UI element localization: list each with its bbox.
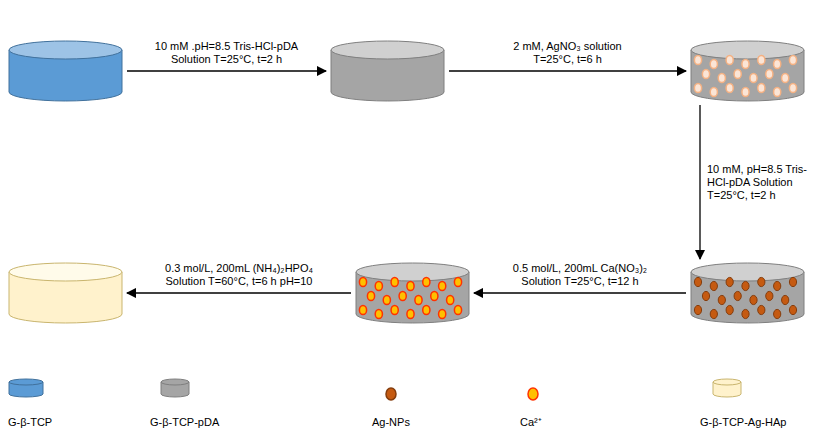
cylinder-shape (8, 40, 123, 102)
cylinder-shape (330, 40, 445, 102)
reaction-condition: 2 mM, AgNO₃ solution T=25°C, t=6 h (513, 40, 621, 65)
legend-swatch (712, 378, 742, 398)
reaction-condition: 0.5 mol/L, 200mL Ca(NO₃)₂ Solution T=25°… (513, 262, 647, 287)
legend-text: G-β-TCP (8, 416, 52, 428)
sample-cylinder (8, 262, 123, 324)
process-arrow (699, 105, 700, 259)
legend-entry: G-β-TCP-Ag-HAp (700, 416, 786, 429)
legend-text: G-β-TCP-Ag-HAp (700, 416, 786, 428)
legend-entry: G-β-TCP (8, 416, 52, 429)
cylinder-shape (690, 40, 805, 102)
sample-cylinder (8, 40, 123, 102)
legend-entry: G-β-TCP-pDA (150, 416, 219, 429)
sample-cylinder (330, 40, 445, 102)
legend-text: G-β-TCP-pDA (150, 416, 219, 428)
reaction-condition: 0.3 mol/L, 200mL (NH₄)₂HPO₄ Solution T=6… (165, 262, 313, 287)
process-arrow (449, 70, 686, 71)
process-arrow (474, 292, 686, 293)
legend-entry: Ca²⁺ (520, 416, 542, 429)
legend-text: Ca²⁺ (520, 416, 542, 428)
condition-label-box: 0.3 mol/L, 200mL (NH₄)₂HPO₄ Solution T=6… (164, 262, 314, 288)
condition-label-box: 10 mM .pH=8.5 Tris-HCl-pDA Solution T=25… (152, 40, 302, 66)
legend-text: Ag-NPs (372, 416, 410, 428)
legend-swatch (160, 378, 190, 398)
process-arrow (127, 70, 326, 71)
reaction-condition: 10 mM .pH=8.5 Tris-HCl-pDA Solution T=25… (155, 40, 298, 65)
legend-swatch (384, 386, 398, 402)
cylinder-shape (355, 262, 470, 324)
cylinder-shape (690, 262, 805, 324)
sample-cylinder (690, 40, 805, 102)
condition-label-box: 2 mM, AgNO₃ solution T=25°C, t=6 h (493, 40, 643, 66)
legend-swatch (526, 386, 540, 402)
sample-cylinder (690, 262, 805, 324)
cylinder-shape (8, 262, 123, 324)
reaction-condition: 10 mM, pH=8.5 Tris-HCl-pDA Solution T=25… (707, 163, 807, 201)
process-arrow (127, 292, 351, 293)
legend-entry: Ag-NPs (372, 416, 410, 429)
legend-swatch (8, 378, 44, 398)
sample-cylinder (355, 262, 470, 324)
condition-label-box: 10 mM, pH=8.5 Tris-HCl-pDA Solution T=25… (707, 163, 807, 202)
condition-label-box: 0.5 mol/L, 200mL Ca(NO₃)₂ Solution T=25°… (505, 262, 655, 288)
